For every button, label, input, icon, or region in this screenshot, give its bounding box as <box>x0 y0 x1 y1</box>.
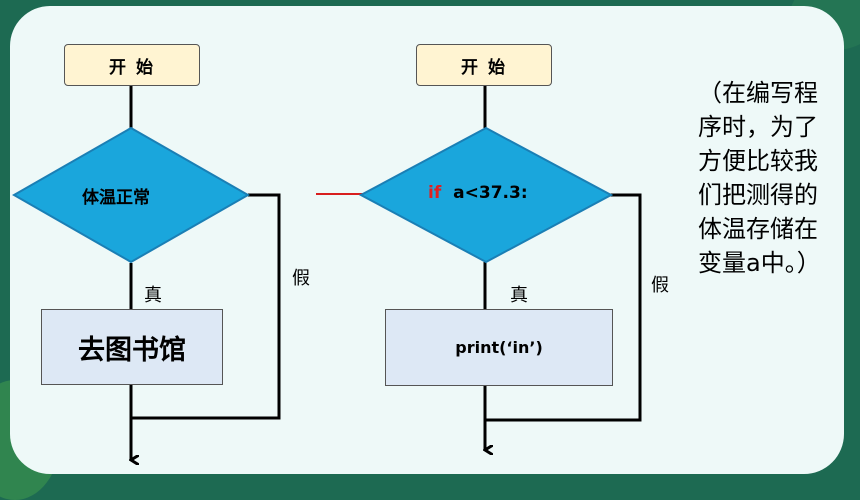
left-false-branch <box>131 193 281 420</box>
left-false-label: 假 <box>292 268 310 289</box>
right-process-box: print(‘in’) <box>385 309 613 386</box>
right-true-label: 真 <box>510 285 528 306</box>
right-false-branch <box>485 193 642 422</box>
if-keyword: if <box>428 183 442 203</box>
right-decision-label: if a<37.3: <box>428 183 528 203</box>
left-true-label: 真 <box>144 285 162 306</box>
left-process-box: 去图书馆 <box>41 309 223 385</box>
left-decision-diamond <box>12 126 250 264</box>
explanation-note: （在编写程序时，为了方便比较我们把测得的体温存储在变量a中。） <box>698 79 821 277</box>
decision-condition: a<37.3: <box>453 183 528 203</box>
right-false-label: 假 <box>651 275 669 296</box>
right-start-box: 开 始 <box>416 44 552 86</box>
right-decision-diamond <box>359 126 613 264</box>
left-start-box: 开 始 <box>64 44 200 86</box>
left-decision-label: 体温正常 <box>82 188 150 208</box>
